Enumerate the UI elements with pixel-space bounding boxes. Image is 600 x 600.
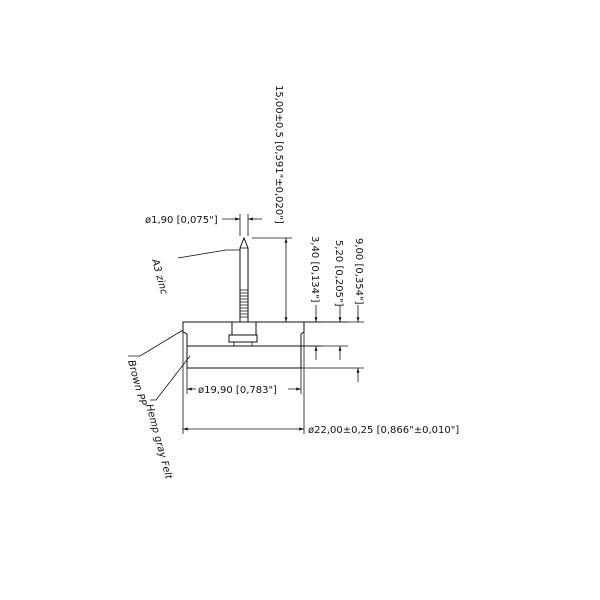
zinc-label: A3 zinc xyxy=(149,257,169,296)
base-height-dimension: 5,20 [0,205"] xyxy=(301,240,348,360)
pp-callout: Brown PP xyxy=(125,329,184,408)
pp-height-dimension: 3,40 [0,134"] xyxy=(258,236,322,360)
zinc-pin xyxy=(231,236,257,336)
total-height-label: 15,00±0,5 [0,591"±0,020"] xyxy=(273,85,284,224)
pin-diameter-label: ø1,90 [0,075"] xyxy=(145,215,218,226)
felt-diameter-label: ø19,90 [0,783"] xyxy=(198,385,277,396)
pp-label: Brown PP xyxy=(125,359,148,408)
outer-diameter-label: ø22,00±0,25 [0,866"±0,010"] xyxy=(308,425,459,436)
base-height-label: 5,20 [0,205"] xyxy=(333,240,344,307)
pp-base xyxy=(182,321,305,347)
overall-height-dimension: 9,00 [0,354"] xyxy=(301,238,364,382)
overall-height-label: 9,00 [0,354"] xyxy=(353,238,364,305)
felt-diameter-dimension: ø19,90 [0,783"] xyxy=(186,368,302,396)
total-height-dimension: 15,00±0,5 [0,591"±0,020"] xyxy=(252,85,292,323)
pp-height-label: 3,40 [0,134"] xyxy=(309,236,320,303)
outer-diameter-dimension: ø22,00±0,25 [0,866"±0,010"] xyxy=(182,332,459,436)
felt-pad xyxy=(186,345,302,369)
zinc-callout: A3 zinc xyxy=(149,249,240,296)
pin-thread xyxy=(240,289,248,318)
felt-label: Hemp gray Felt xyxy=(143,403,174,481)
pin-diameter-dimension: ø1,90 [0,075"] xyxy=(145,214,262,236)
